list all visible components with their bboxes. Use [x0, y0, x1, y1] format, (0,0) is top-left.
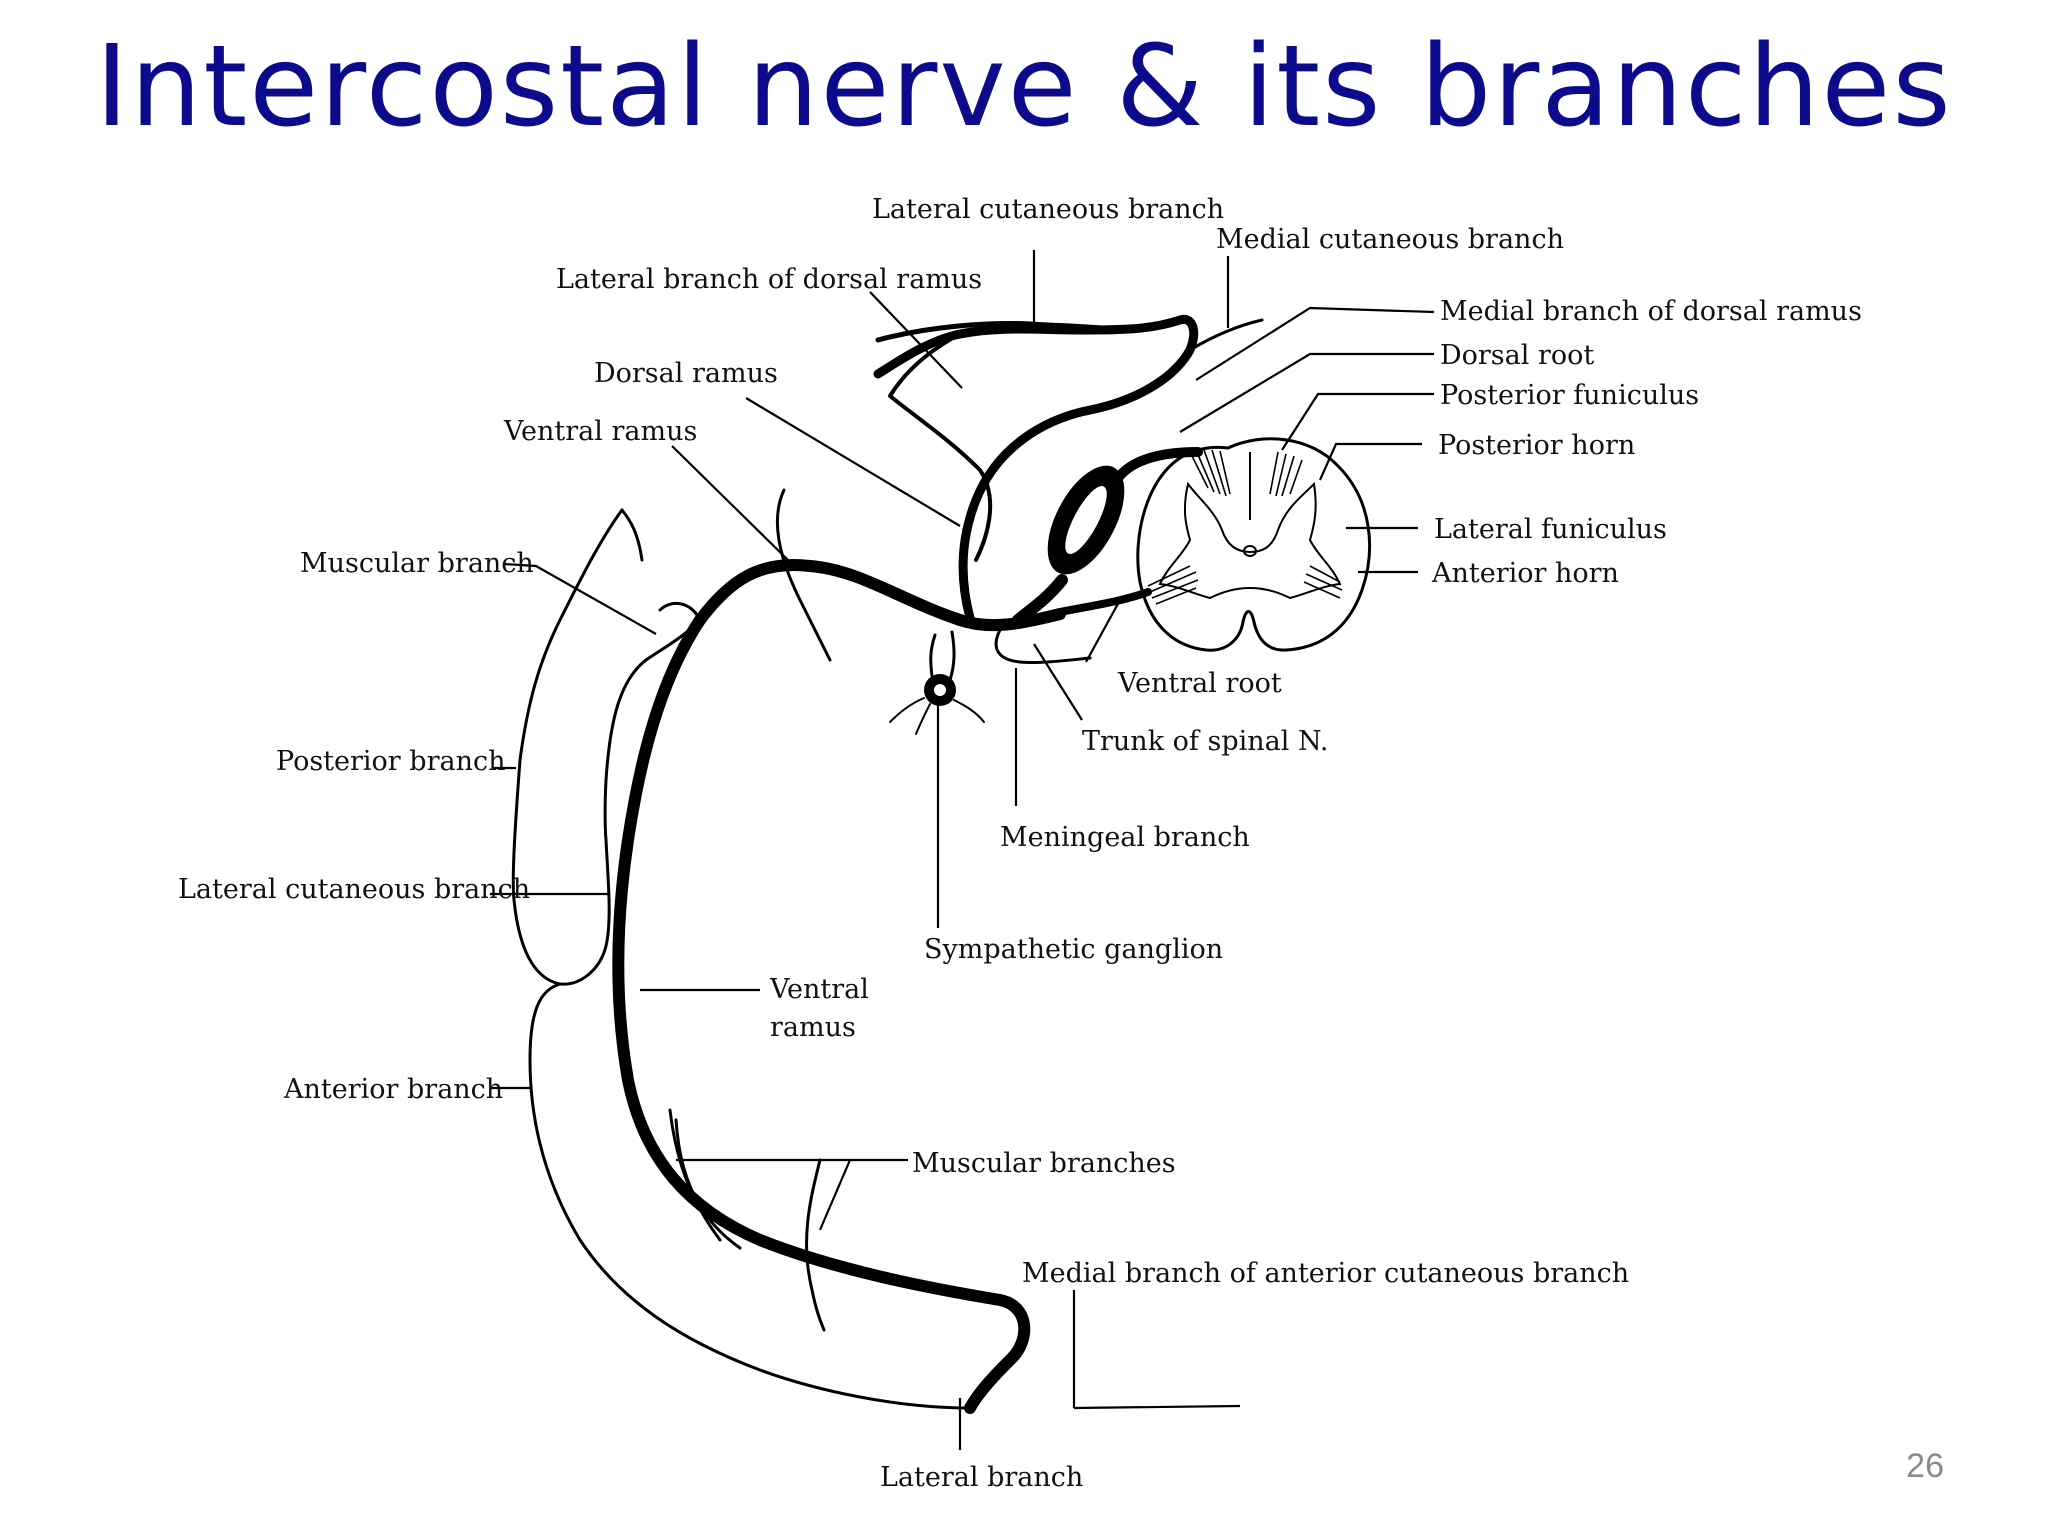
spinal-cord-outline [1136, 437, 1372, 652]
label-anterior-branch: Anterior branch [283, 1074, 503, 1105]
grey-matter-outline [1158, 481, 1342, 600]
label-sympathetic-ganglion: Sympathetic ganglion [924, 934, 1223, 965]
leader-lines [490, 250, 1435, 1450]
label-ventral-ramus-lower-line2: ramus [770, 1012, 856, 1043]
dorsal-root-ganglion [1012, 447, 1203, 626]
medial-cutaneous-branch-nerve [1188, 318, 1264, 352]
label-lateral-cutaneous-branch-top: Lateral cutaneous branch [872, 194, 1224, 225]
dorsal-ramus [873, 314, 1199, 623]
central-canal [1243, 545, 1257, 557]
ventral-rootlets [1147, 565, 1343, 605]
ventral-ramus-main-trunk [612, 559, 1066, 1414]
label-dorsal-ramus: Dorsal ramus [594, 358, 778, 389]
posterior-branch-outline [511, 508, 624, 986]
label-posterior-horn: Posterior horn [1438, 430, 1635, 461]
dorsal-rootlets [1189, 449, 1303, 497]
label-lateral-cutaneous-branch-side: Lateral cutaneous branch [178, 874, 530, 905]
lateral-cutaneous-branch-top-nerve [875, 321, 1123, 343]
muscular-branch-nerve [644, 601, 702, 662]
sympathetic-ganglion [889, 630, 985, 735]
label-posterior-funiculus: Posterior funiculus [1440, 380, 1699, 411]
label-dorsal-root: Dorsal root [1440, 340, 1594, 371]
label-ventral-root: Ventral root [1117, 668, 1282, 699]
muscular-branches-nerves [668, 1108, 826, 1332]
label-medial-branch-of-anterior-cutaneous-branch: Medial branch of anterior cutaneous bran… [1022, 1258, 1629, 1289]
diagram-labels: Lateral cutaneous branch Medial cutaneou… [178, 194, 1862, 1493]
label-medial-branch-of-dorsal-ramus: Medial branch of dorsal ramus [1440, 296, 1862, 327]
lower-inner-curve [674, 1118, 742, 1250]
meningeal-branch-nerve [994, 628, 1092, 665]
posterior-branch-inner [603, 658, 648, 842]
lateral-branch-of-dorsal-ramus [888, 332, 993, 562]
left-upper-branch [620, 508, 644, 562]
label-meningeal-branch: Meningeal branch [1000, 822, 1250, 853]
anterior-branch-outline [528, 982, 972, 1410]
page-number: 26 [1906, 1447, 1944, 1485]
label-posterior-branch: Posterior branch [276, 746, 506, 777]
slide-title: Intercostal nerve & its branches [95, 22, 1953, 152]
label-lateral-funiculus: Lateral funiculus [1434, 514, 1667, 545]
label-muscular-branches: Muscular branches [912, 1148, 1176, 1179]
label-muscular-branch: Muscular branch [300, 548, 534, 579]
label-ventral-ramus-top: Ventral ramus [503, 416, 697, 447]
label-lateral-branch-of-dorsal-ramus: Lateral branch of dorsal ramus [556, 264, 982, 295]
label-anterior-horn: Anterior horn [1431, 558, 1619, 589]
label-medial-cutaneous-branch: Medial cutaneous branch [1216, 224, 1564, 255]
spinal-cord-cross-section [1136, 437, 1372, 652]
label-trunk-of-spinal-n: Trunk of spinal N. [1082, 726, 1328, 757]
label-ventral-ramus-lower-line1: Ventral [769, 974, 869, 1005]
posterior-upper-curve [776, 488, 832, 662]
label-lateral-branch: Lateral branch [880, 1462, 1083, 1493]
